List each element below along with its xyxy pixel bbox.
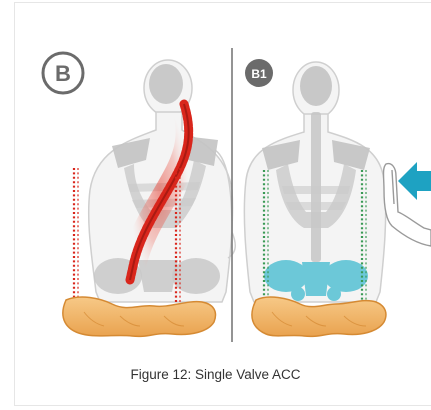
badge-b1: B1 — [245, 59, 273, 87]
push-arrow-icon — [398, 162, 431, 200]
badge-b-label: B — [55, 61, 71, 86]
cushion-left — [63, 297, 216, 336]
figure-caption: Figure 12: Single Valve ACC — [0, 367, 431, 382]
panel-b: B — [43, 53, 235, 336]
cushion-right — [252, 297, 386, 336]
badge-b: B — [43, 53, 83, 93]
badge-b1-label: B1 — [251, 67, 267, 81]
panel-b1: B1 — [244, 59, 431, 336]
